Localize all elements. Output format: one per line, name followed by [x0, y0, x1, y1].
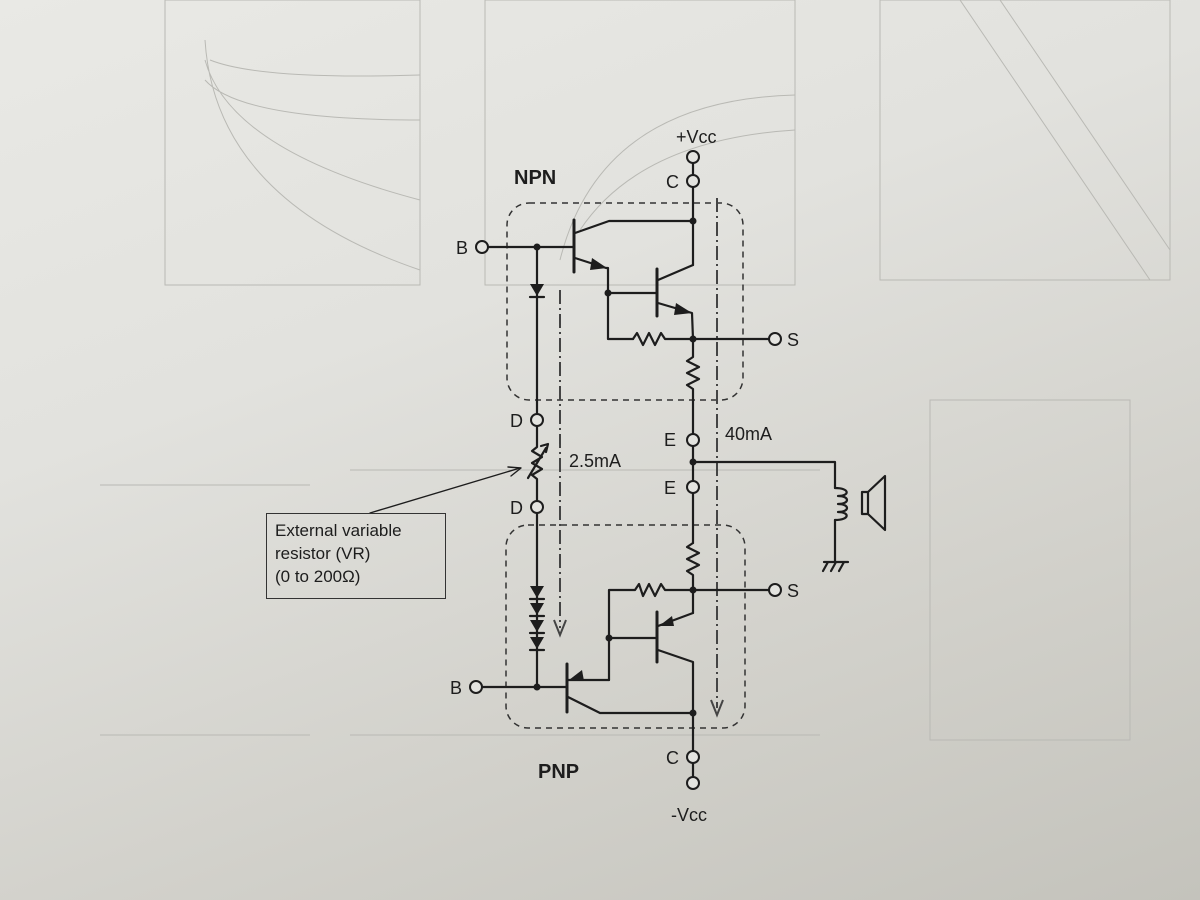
idle-current-label: 40mA — [725, 424, 772, 444]
vcc-pos-label: +Vcc — [676, 127, 717, 147]
e-bottom-label: E — [664, 478, 676, 498]
vcc-neg-terminal — [686, 776, 700, 790]
pnp-label: PNP — [538, 761, 579, 783]
npn-stage — [480, 161, 771, 436]
s-top-label: S — [787, 330, 799, 350]
c-top-label: C — [666, 172, 679, 192]
npn-group-box — [506, 202, 744, 401]
diode-string-icon — [528, 586, 546, 652]
d-top-terminal — [530, 413, 544, 427]
callout-arrow — [369, 466, 522, 514]
speaker-icon — [860, 474, 887, 532]
bias-current-label: 2.5mA — [569, 451, 621, 471]
b-bottom-label: B — [450, 678, 462, 698]
s-top-terminal — [768, 332, 782, 346]
npn-label: NPN — [514, 167, 556, 189]
e-bottom-terminal — [686, 480, 700, 494]
q1-emitter-arrow — [590, 258, 607, 270]
s-bottom-label: S — [787, 581, 799, 601]
callout-line-1: External variable — [275, 521, 402, 540]
d-bottom-terminal — [530, 500, 544, 514]
npn-emitter-resistor — [685, 337, 701, 436]
pnp-emitter-resistor — [685, 541, 701, 615]
callout-line-3: (0 to 200Ω) — [275, 567, 361, 586]
bias-current-arrow — [553, 290, 567, 638]
b-top-terminal — [475, 240, 489, 254]
npn-bias-resistor — [631, 331, 695, 347]
ground-icon — [821, 560, 850, 573]
e-top-label: E — [664, 430, 676, 450]
callout-line-2: resistor (VR) — [275, 544, 371, 563]
pnp-group-box — [505, 524, 746, 729]
c-bottom-terminal — [686, 750, 700, 764]
pnp-bias-resistor — [607, 582, 695, 682]
b-top-label: B — [456, 238, 468, 258]
vcc-neg-label: -Vcc — [671, 805, 707, 825]
variable-resistor — [526, 424, 550, 503]
c-top-terminal — [686, 174, 700, 188]
s-bottom-terminal — [768, 583, 782, 597]
speaker-coil-icon — [833, 486, 849, 522]
background-bleed-through — [100, 0, 1171, 741]
b-bottom-terminal — [469, 680, 483, 694]
pnp-stage — [480, 491, 771, 779]
e-top-terminal — [686, 433, 700, 447]
d-bottom-label: D — [510, 498, 523, 518]
diode-icon — [530, 284, 544, 296]
vcc-pos-terminal — [686, 150, 700, 164]
vr-callout-box: External variable resistor (VR) (0 to 20… — [266, 513, 446, 599]
d-top-label: D — [510, 411, 523, 431]
idle-current-arrow — [710, 198, 724, 718]
c-bottom-label: C — [666, 748, 679, 768]
output-speaker — [689, 444, 887, 573]
